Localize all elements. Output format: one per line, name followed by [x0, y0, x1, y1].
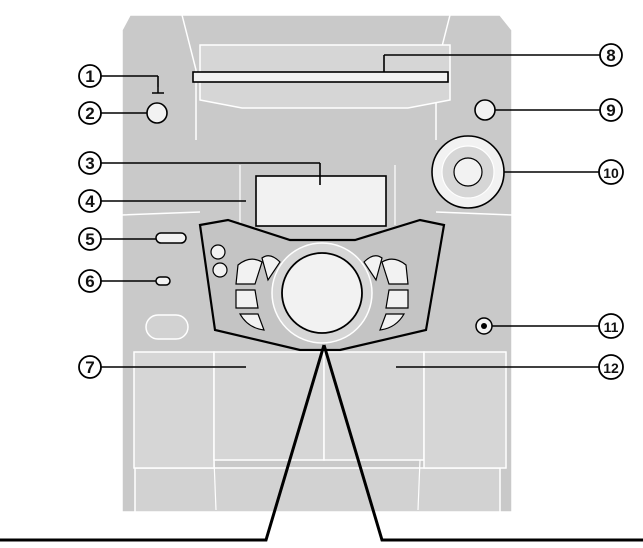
lower-left-recess [145, 314, 189, 340]
callout-3: 3 [78, 151, 102, 175]
small-button [155, 276, 171, 286]
callout-2-label: 2 [85, 104, 94, 123]
navigation-dial [431, 135, 505, 209]
callout-12-label: 12 [603, 360, 619, 376]
display-window [255, 175, 387, 227]
headphone-jack [475, 317, 493, 335]
callout-3-label: 3 [85, 154, 94, 173]
cassette-deck-right [323, 351, 507, 469]
callout-9: 9 [599, 98, 623, 122]
callout-9-label: 9 [606, 101, 615, 120]
callout-5: 5 [78, 227, 102, 251]
callout-1: 1 [78, 64, 102, 88]
callout-11-label: 11 [604, 319, 619, 335]
speaker-cables [0, 344, 643, 542]
callout-7: 7 [78, 355, 102, 379]
callout-4: 4 [78, 189, 102, 213]
open-close-button [474, 99, 496, 121]
callout-5-label: 5 [85, 230, 94, 249]
cassette-deck-left [133, 351, 325, 469]
callout-8-label: 8 [606, 46, 615, 65]
callout-10: 10 [598, 159, 624, 185]
callout-12: 12 [598, 354, 624, 380]
callout-8: 8 [599, 43, 623, 67]
power-button [146, 102, 168, 124]
callout-4-label: 4 [85, 192, 95, 211]
callout-6-label: 6 [85, 272, 94, 291]
callout-7-label: 7 [85, 358, 94, 377]
callout-10-label: 10 [603, 165, 619, 181]
disc-slot [192, 44, 451, 109]
callout-11: 11 [598, 313, 624, 339]
callout-6: 6 [78, 269, 102, 293]
callout-1-label: 1 [85, 67, 94, 86]
callout-2: 2 [78, 101, 102, 125]
leader-lines [100, 54, 600, 368]
control-panel [198, 218, 446, 352]
oblong-button [155, 232, 187, 244]
